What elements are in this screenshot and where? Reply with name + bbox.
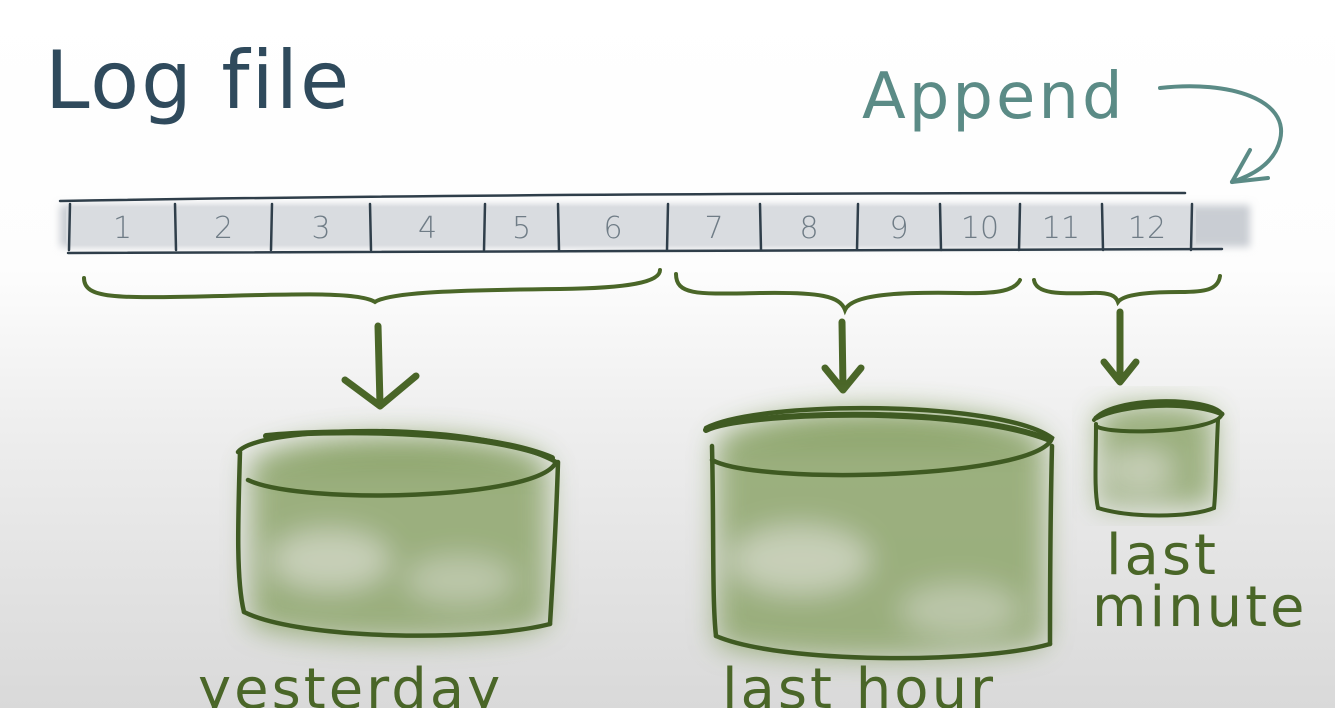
append-label: Append [862,60,1126,134]
cell-divider [1100,202,1105,252]
log-cell-8: 8 [799,211,818,246]
cell-divider [556,202,561,252]
cell-divider [855,202,860,252]
cylinder-yesterday [235,428,561,640]
cell-divider [482,202,487,252]
cell-divider [368,202,373,252]
cell-divider [269,202,274,252]
log-cell-2: 2 [214,211,233,246]
arrow-to-yesterday [341,322,420,410]
cell-divider [1017,202,1022,252]
cylinder-last-hour [703,405,1055,661]
cell-divider [67,202,72,252]
cell-divider [758,202,763,252]
cell-divider [938,202,943,252]
arrow-to-last-minute [1100,308,1140,386]
label-yesterday: yesterday [198,657,503,708]
label-last-minute-line2: minute [1092,575,1308,640]
log-cell-12: 12 [1128,211,1166,246]
append-arrow [1158,84,1284,184]
label-last-hour: last hour [722,657,996,708]
log-cell-1: 1 [113,211,132,246]
cell-dividers [67,202,1194,252]
diagram-title: Log file [45,34,351,127]
cell-divider [1189,202,1194,252]
log-cell-3: 3 [311,211,330,246]
brace-yesterday [82,268,662,305]
log-cell-5: 5 [512,211,531,246]
cylinder-last-minute [1092,399,1225,518]
log-cell-4: 4 [418,211,437,246]
brace-last-minute [1032,274,1222,307]
label-last-minute-line1: last [1106,523,1219,588]
log-cell-11: 11 [1042,211,1080,246]
arrow-to-last-hour [821,318,865,394]
log-cell-9: 9 [889,211,908,246]
log-cell-7: 7 [704,211,723,246]
cell-divider [173,202,178,252]
brace-last-hour [674,272,1022,316]
log-cell-10: 10 [961,211,999,246]
log-cell-6: 6 [603,211,622,246]
cell-divider [665,202,670,252]
